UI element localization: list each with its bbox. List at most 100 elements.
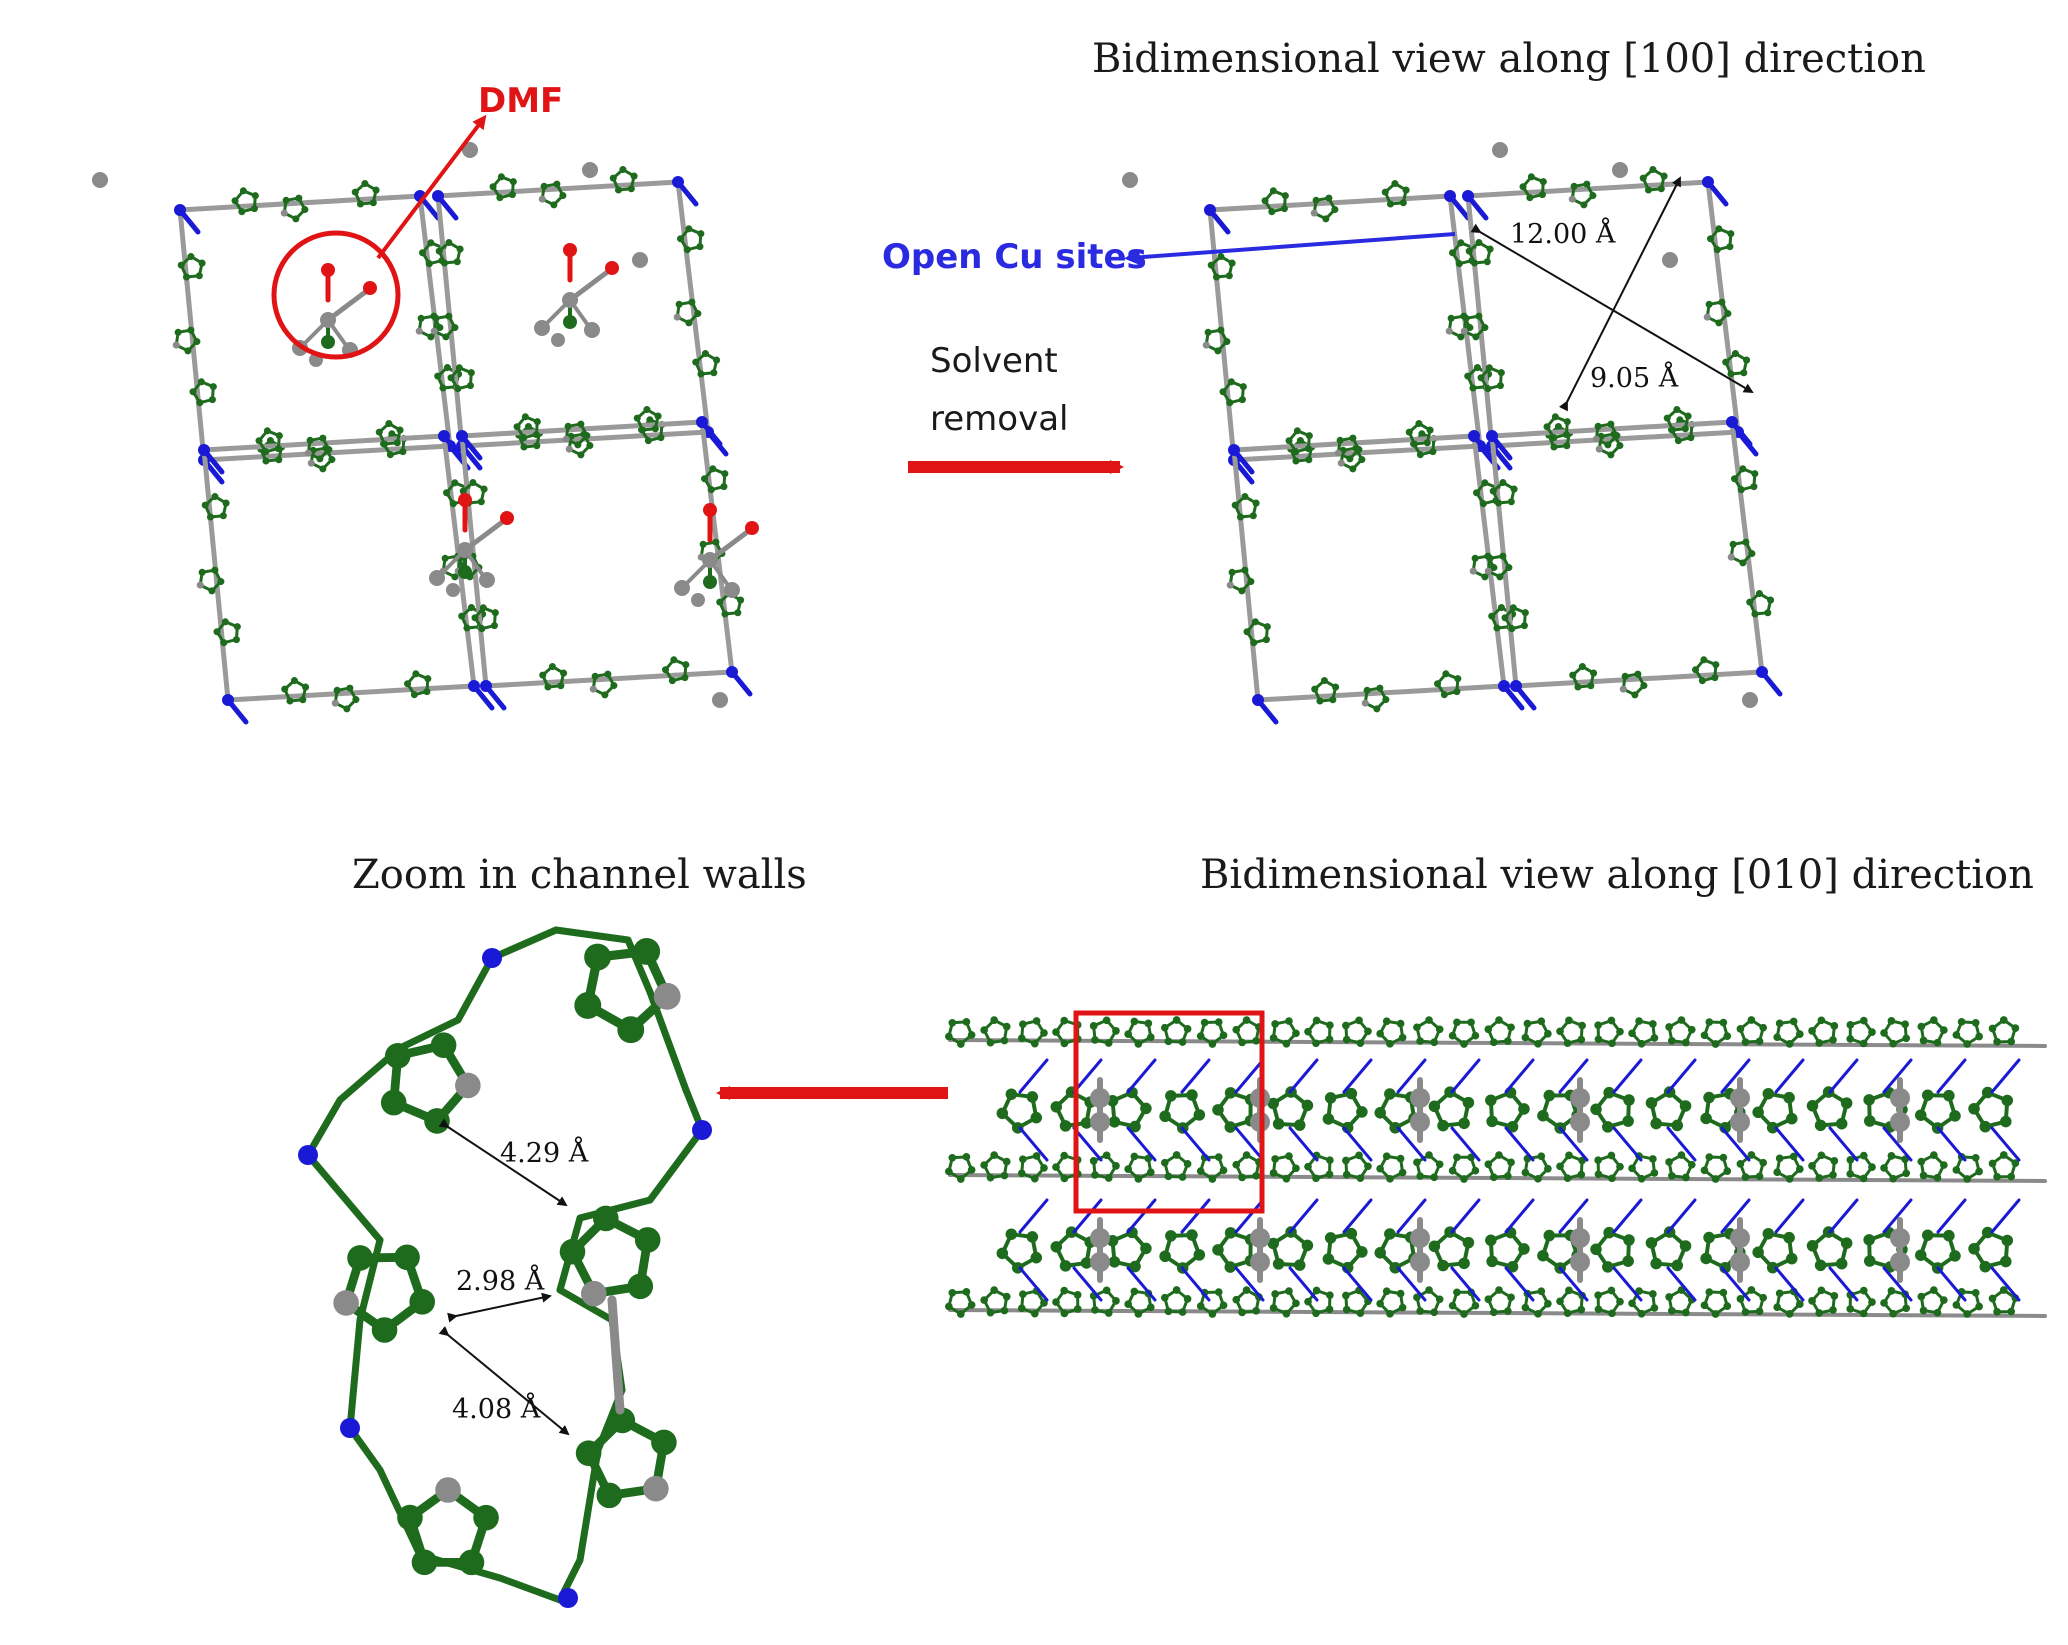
- bond: [1612, 1058, 1643, 1094]
- atom: [1623, 1234, 1635, 1246]
- atom: [945, 1167, 953, 1176]
- atom: [1565, 1286, 1573, 1295]
- atom: [1751, 470, 1759, 478]
- atom: [1285, 1287, 1293, 1295]
- atom: [1715, 225, 1723, 233]
- atom: [1817, 1286, 1826, 1295]
- atom: [1775, 1019, 1784, 1028]
- atom: [996, 1107, 1009, 1120]
- atom: [371, 1317, 398, 1343]
- atom: [1252, 1306, 1260, 1315]
- atom: [1634, 670, 1642, 678]
- atom: [1668, 426, 1676, 434]
- atom: [1363, 686, 1371, 694]
- atom: [638, 426, 646, 434]
- atom: [1080, 1257, 1093, 1269]
- atom: [1489, 1308, 1498, 1317]
- atom: [1059, 1260, 1072, 1272]
- atom: [1241, 493, 1249, 501]
- atom: [1322, 1253, 1335, 1265]
- atom: [1608, 1039, 1616, 1048]
- atom: [468, 680, 480, 692]
- atom: [1165, 1090, 1177, 1102]
- atom: [1282, 1039, 1291, 1048]
- atom: [1453, 1153, 1461, 1162]
- atom: [1000, 1306, 1009, 1315]
- atom: [443, 364, 451, 372]
- bond: [1774, 1266, 1805, 1302]
- atom: [1104, 1039, 1113, 1047]
- atom: [1186, 1229, 1198, 1241]
- atom: [1164, 1172, 1173, 1181]
- atom: [1507, 498, 1515, 506]
- bond: [496, 1574, 564, 1604]
- atom: [356, 200, 364, 208]
- atom: [1019, 1290, 1027, 1299]
- atom: [583, 432, 591, 440]
- atom: [1430, 1308, 1439, 1317]
- atom: [1183, 1160, 1192, 1168]
- atom: [1207, 261, 1215, 269]
- atom: [447, 374, 455, 382]
- atom: [1249, 512, 1257, 520]
- atom: [643, 406, 651, 414]
- atom: [1929, 1151, 1938, 1159]
- atom: [1060, 1039, 1069, 1048]
- atom: [1416, 1037, 1424, 1045]
- atom: [1507, 1158, 1515, 1167]
- atom: [980, 1161, 988, 1169]
- measure-line-429: [438, 1118, 568, 1207]
- atom: [1124, 1030, 1133, 1038]
- bond: [1504, 1126, 1535, 1162]
- atom: [1594, 1305, 1603, 1314]
- atom: [1484, 567, 1492, 575]
- atom: [691, 593, 705, 607]
- measure-line-408: [438, 1326, 570, 1436]
- atom: [1497, 369, 1505, 377]
- atom: [479, 572, 495, 588]
- dmf-label: DMF: [478, 81, 563, 121]
- atom: [1030, 1174, 1039, 1183]
- atom: [1376, 1299, 1384, 1308]
- atom: [500, 511, 514, 525]
- atom: [1455, 260, 1463, 268]
- title-zoom: Zoom in channel walls: [352, 852, 807, 898]
- atom: [1052, 1298, 1060, 1306]
- atom: [434, 372, 442, 380]
- atom: [455, 364, 463, 372]
- atom: [1060, 1151, 1069, 1160]
- atom: [1921, 1229, 1934, 1241]
- atom: [1471, 1031, 1480, 1040]
- atom: [440, 259, 448, 267]
- atom: [1621, 672, 1629, 680]
- atom: [1785, 1040, 1794, 1048]
- atom: [1711, 1040, 1720, 1048]
- atom: [1975, 1302, 1983, 1311]
- bond: [1342, 1266, 1373, 1302]
- atom: [1644, 186, 1652, 194]
- atom: [1196, 1302, 1205, 1310]
- bond: [1342, 1126, 1373, 1162]
- atom: [1563, 442, 1571, 450]
- atom: [1193, 1249, 1206, 1261]
- atom: [990, 1016, 999, 1024]
- atom: [221, 618, 229, 626]
- atom: [1999, 1151, 2008, 1159]
- atom: [1186, 1089, 1198, 1101]
- atom: [1783, 1231, 1795, 1244]
- atom: [1492, 142, 1508, 158]
- bond: [1936, 1126, 1967, 1162]
- atom: [1929, 1286, 1938, 1294]
- atom: [1756, 666, 1768, 678]
- atom: [1594, 422, 1602, 430]
- atom: [1342, 1156, 1350, 1165]
- atom: [2007, 1037, 2016, 1046]
- atom: [990, 1151, 999, 1159]
- atom: [2000, 1115, 2012, 1128]
- atom: [1940, 1161, 1948, 1169]
- atom: [657, 434, 665, 442]
- atom: [1539, 178, 1547, 186]
- bond: [1450, 1058, 1481, 1094]
- atom: [1963, 1175, 1972, 1183]
- atom: [1089, 1022, 1098, 1030]
